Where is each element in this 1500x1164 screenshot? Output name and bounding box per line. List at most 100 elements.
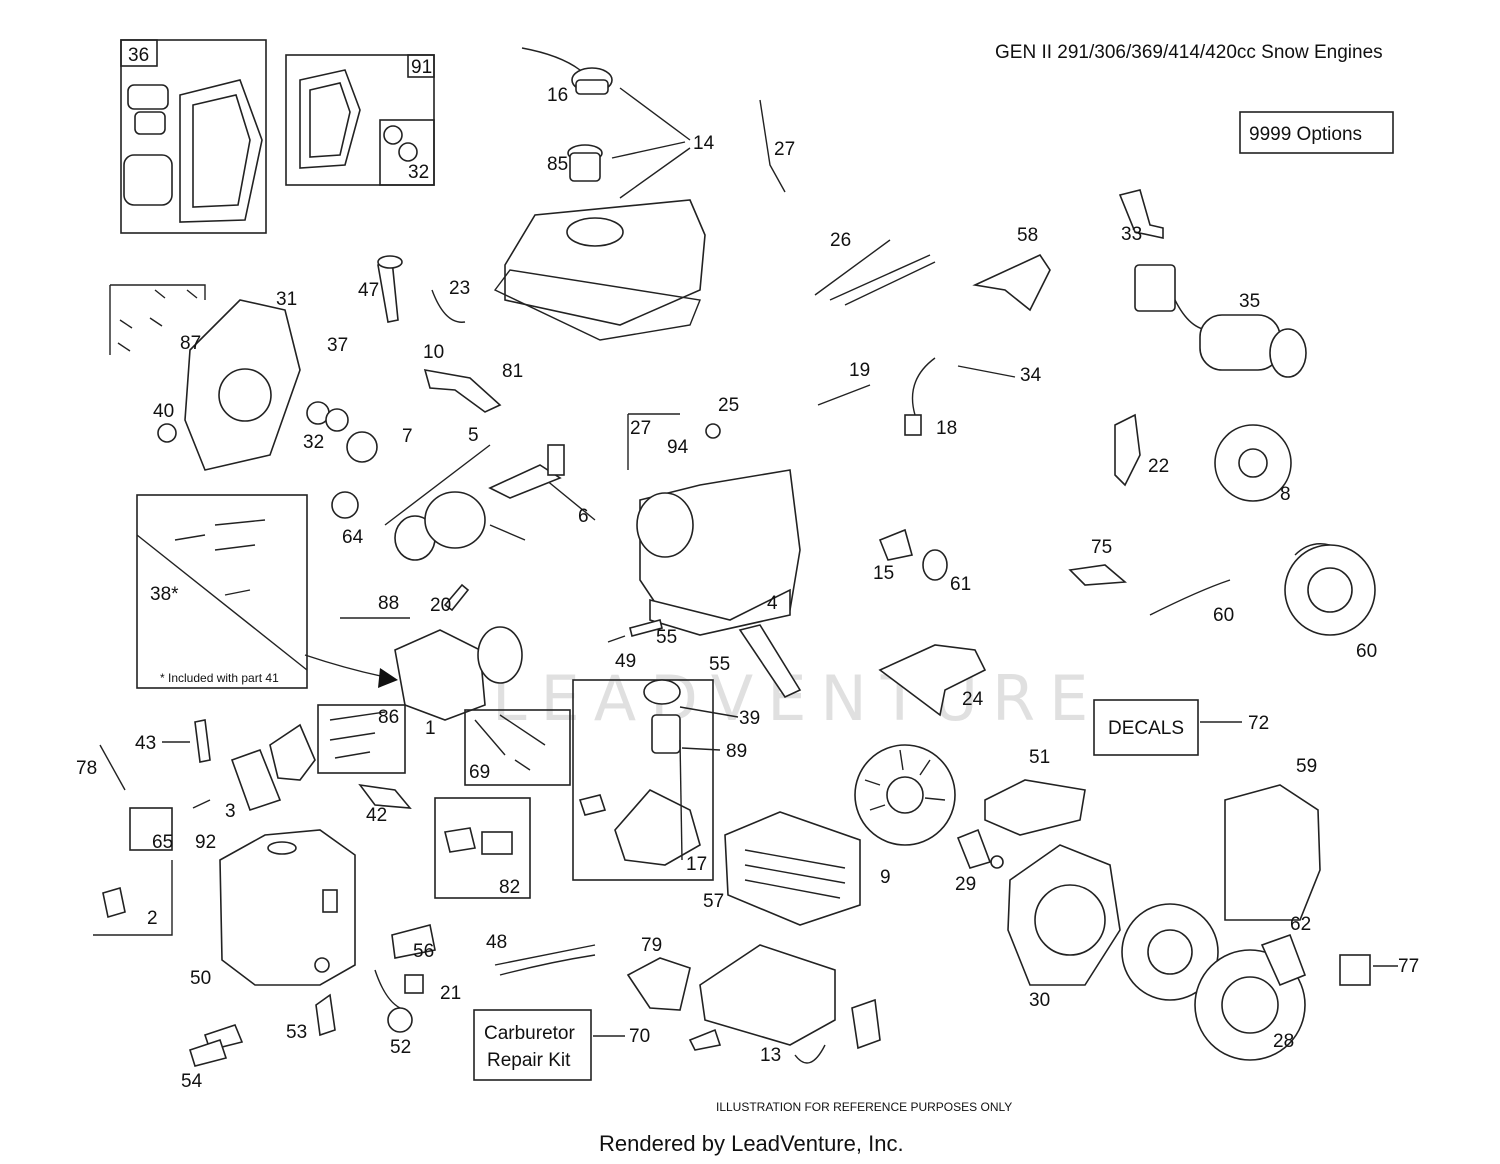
part-label[interactable]: 24 <box>962 689 984 710</box>
part-label[interactable]: 3 <box>225 801 236 822</box>
part-label[interactable]: 34 <box>1020 365 1042 386</box>
part-label[interactable]: 31 <box>276 289 297 310</box>
part-label[interactable]: 14 <box>693 133 715 154</box>
part-label[interactable]: 7 <box>402 426 413 447</box>
part-label[interactable]: 6 <box>578 506 589 527</box>
part-label[interactable]: 81 <box>502 361 523 382</box>
governor-rods-illustration <box>814 239 936 306</box>
part-label[interactable]: 21 <box>440 983 461 1004</box>
part-label[interactable]: 62 <box>1290 914 1311 935</box>
part-label[interactable]: 79 <box>641 935 662 956</box>
part-label[interactable]: 16 <box>547 85 568 106</box>
part-label[interactable]: 72 <box>1248 713 1269 734</box>
part-label[interactable]: 9 <box>880 867 891 888</box>
part-label[interactable]: 4 <box>767 593 778 614</box>
part-label[interactable]: 87 <box>180 333 201 354</box>
part-label[interactable]: 5 <box>468 425 479 446</box>
part-label[interactable]: 89 <box>726 741 747 762</box>
part-label[interactable]: 17 <box>686 854 707 875</box>
part-label[interactable]: 13 <box>760 1045 781 1066</box>
part-label[interactable]: 40 <box>153 401 174 422</box>
carburetor-region-box <box>572 679 714 881</box>
spring-78-illustration <box>99 744 126 791</box>
switch-21-illustration <box>404 974 424 994</box>
part-label[interactable]: 10 <box>423 342 444 363</box>
part-label[interactable]: 22 <box>1148 456 1169 477</box>
part-label[interactable]: 92 <box>195 832 216 853</box>
part-label[interactable]: 42 <box>366 805 387 826</box>
crankshaft-illustration <box>423 368 502 413</box>
part-label[interactable]: 52 <box>390 1037 411 1058</box>
part-label[interactable]: 59 <box>1296 756 1317 777</box>
part-label[interactable]: 26 <box>830 230 851 251</box>
part-label[interactable]: 86 <box>378 707 399 728</box>
part-label[interactable]: 55 <box>656 627 677 648</box>
part-label[interactable]: 49 <box>615 651 636 672</box>
part-label[interactable]: 38* <box>150 584 179 605</box>
part-label[interactable]: 39 <box>739 708 760 729</box>
gasket-set-box <box>120 39 267 234</box>
spring-49-illustration <box>607 635 626 643</box>
part-label[interactable]: 55 <box>709 654 730 675</box>
gasket-3-illustration <box>269 723 316 781</box>
part-label[interactable]: 37 <box>327 335 348 356</box>
part-label[interactable]: 57 <box>703 891 724 912</box>
button-52-illustration <box>387 1007 413 1033</box>
part-label[interactable]: 48 <box>486 932 507 953</box>
part-label[interactable]: 29 <box>955 874 976 895</box>
part-label[interactable]: 2 <box>147 908 158 929</box>
part-label[interactable]: 1 <box>425 718 436 739</box>
part-label[interactable]: 60 <box>1356 641 1377 662</box>
part-label[interactable]: 23 <box>449 278 470 299</box>
part-label[interactable]: 32 <box>408 162 429 183</box>
disclaimer: ILLUSTRATION FOR REFERENCE PURPOSES ONLY <box>716 1100 1012 1114</box>
decals-box[interactable] <box>1093 699 1199 756</box>
insulator-illustration <box>651 714 681 754</box>
part-label[interactable]: 69 <box>469 762 490 783</box>
part-label[interactable]: 28 <box>1273 1031 1294 1052</box>
options-box[interactable] <box>1239 111 1394 154</box>
part-label[interactable]: 91 <box>411 57 432 78</box>
part-label[interactable]: 94 <box>667 437 689 458</box>
part-label[interactable]: 82 <box>499 877 520 898</box>
part-label[interactable]: 88 <box>378 593 399 614</box>
part-label[interactable]: 47 <box>358 280 379 301</box>
part-label[interactable]: 61 <box>950 574 971 595</box>
part-label[interactable]: 36 <box>128 45 149 66</box>
part-label[interactable]: 43 <box>135 733 156 754</box>
part-label[interactable]: 64 <box>342 527 364 548</box>
part-label[interactable]: 51 <box>1029 747 1050 768</box>
part-label[interactable]: 32 <box>303 432 324 453</box>
part-label[interactable]: 65 <box>152 832 173 853</box>
shroud-24-illustration <box>878 644 987 717</box>
part-label[interactable]: 60 <box>1213 605 1234 626</box>
part-label[interactable]: 54 <box>181 1071 203 1092</box>
part-label[interactable]: 27 <box>774 139 795 160</box>
part-label[interactable]: 18 <box>936 418 957 439</box>
bolts-86-box <box>317 704 406 774</box>
part-label[interactable]: 78 <box>76 758 97 779</box>
decals-label: DECALS <box>1108 718 1184 739</box>
part-label[interactable]: 27 <box>630 418 651 439</box>
callout-box <box>407 54 435 78</box>
part-label[interactable]: 30 <box>1029 990 1050 1011</box>
gasket-82-box <box>434 797 531 899</box>
part-label[interactable]: 56 <box>413 941 434 962</box>
part-label[interactable]: 35 <box>1239 291 1260 312</box>
part-label[interactable]: 25 <box>718 395 739 416</box>
part-label[interactable]: 50 <box>190 968 211 989</box>
part-label[interactable]: 85 <box>547 154 568 175</box>
bracket-outline <box>627 413 680 470</box>
part-label[interactable]: 58 <box>1017 225 1038 246</box>
part-label[interactable]: 33 <box>1121 224 1142 245</box>
part-label[interactable]: 77 <box>1398 956 1419 977</box>
part-label[interactable]: 19 <box>849 360 870 381</box>
muffler-guard-illustration <box>724 811 861 926</box>
part-label[interactable]: 15 <box>873 563 894 584</box>
part-label[interactable]: 53 <box>286 1022 307 1043</box>
part-label[interactable]: 20 <box>430 595 451 616</box>
part-label[interactable]: 75 <box>1091 537 1112 558</box>
carb-kit-box[interactable] <box>473 1009 592 1081</box>
part-label[interactable]: 70 <box>629 1026 650 1047</box>
part-label[interactable]: 8 <box>1280 484 1291 505</box>
